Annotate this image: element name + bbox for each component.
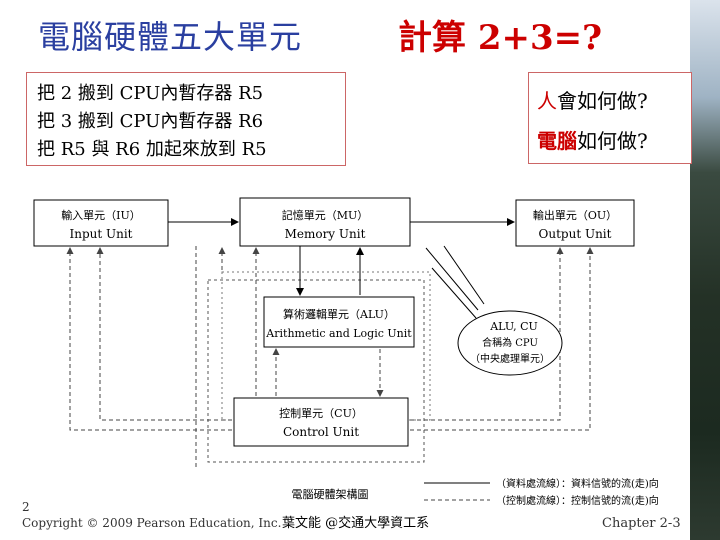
cpu-note-ellipse — [457, 310, 563, 376]
output-unit-box — [515, 199, 635, 247]
step-2: 把 3 搬到 CPU內暫存器 R6 — [37, 111, 264, 132]
input-unit-zh: 輸入單元（IU） — [61, 208, 141, 222]
question-computer-rest: 如何做? — [577, 129, 648, 153]
legend-data-text: （資料處流線）：資料信號的流(走)向 — [496, 477, 659, 490]
control-unit-zh: 控制單元（CU） — [279, 406, 363, 420]
calculation-title: 計算 2+3=? — [398, 18, 603, 58]
alu-en: Arithmetic and Logic Unit — [265, 327, 412, 340]
question-human-highlight: 人 — [537, 89, 557, 113]
output-unit-zh: 輸出單元（OU） — [533, 208, 617, 222]
cpu-note-line-3: （中央處理單元） — [470, 352, 550, 365]
pointer-line-2 — [431, 267, 477, 319]
pointer-line-3 — [443, 245, 485, 305]
background-forest-strip — [690, 0, 720, 540]
page-number: 2 — [22, 500, 30, 514]
question-computer-highlight: 電腦 — [537, 129, 577, 153]
steps-box: 把 2 搬到 CPU內暫存器 R5 把 3 搬到 CPU內暫存器 R6 把 R5… — [26, 72, 346, 166]
input-unit-box — [33, 199, 169, 247]
memory-unit-en: Memory Unit — [285, 227, 366, 241]
cpu-note-line-1: ALU, CU — [489, 320, 538, 333]
input-unit-en: Input Unit — [69, 227, 132, 241]
control-unit-en: Control Unit — [283, 425, 359, 439]
diagram-caption: 電腦硬體架構圖 — [292, 487, 369, 501]
alu-zh: 算術邏輯單元（ALU） — [283, 307, 395, 321]
alu-box — [263, 296, 415, 348]
legend-control-text: （控制處流線）：控制信號的流(走)向 — [496, 494, 659, 507]
pointer-line-1 — [425, 247, 479, 311]
copyright-text: Copyright © 2009 Pearson Education, Inc. — [22, 516, 282, 530]
cpu-note-line-2: 合稱為 CPU — [482, 336, 538, 349]
memory-unit-zh: 記憶單元（MU） — [282, 208, 369, 222]
questions-box: 人會如何做? 電腦如何做? — [528, 72, 692, 164]
control-unit-box — [233, 397, 409, 447]
step-3: 把 R5 與 R6 加起來放到 R5 — [37, 139, 267, 160]
chapter-label: Chapter 2-3 — [602, 516, 681, 531]
memory-unit-box — [239, 197, 411, 247]
step-1: 把 2 搬到 CPU內暫存器 R5 — [37, 83, 264, 104]
author-text: 葉文能 @交通大學資工系 — [282, 516, 430, 531]
question-computer: 電腦如何做? — [537, 125, 648, 154]
output-unit-en: Output Unit — [539, 227, 612, 241]
architecture-diagram: 輸入單元（IU） Input Unit 記憶單元（MU） Memory Unit… — [33, 197, 659, 507]
question-human: 人會如何做? — [537, 85, 648, 114]
cpu-frame — [207, 279, 425, 463]
slide-title: 電腦硬體五大單元 — [38, 18, 303, 56]
question-human-rest: 會如何做? — [557, 89, 648, 113]
